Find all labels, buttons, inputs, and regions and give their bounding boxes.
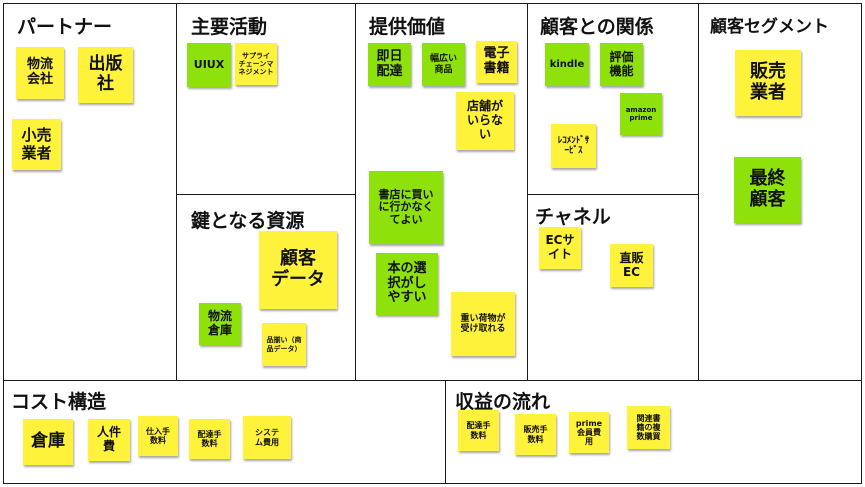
channels-section	[527, 194, 699, 381]
sticky-note: 店舗が いらな い	[456, 92, 514, 150]
sticky-note: 幅広い 商品	[422, 43, 465, 86]
sticky-note: 最終 顧客	[734, 157, 801, 223]
sticky-note: UIUX	[187, 43, 231, 87]
sticky-note: 書店に買い に行かなく てよい	[369, 171, 443, 244]
sticky-note: 販売手 数料	[515, 414, 556, 455]
sticky-note: 関連書 籍の複 数購買	[627, 406, 670, 449]
sticky-note: 本の選 択がし やすい	[376, 253, 438, 315]
sticky-note: 人件 費	[88, 419, 130, 461]
resources-title: 鍵となる資源	[191, 210, 305, 232]
sticky-note: prime 会員費 用	[569, 412, 609, 453]
value-title: 提供価値	[369, 16, 446, 38]
sticky-note: 即日 配達	[368, 43, 411, 86]
sticky-note: 物流 倉庫	[199, 303, 241, 345]
cost-section	[3, 380, 446, 484]
relationships-title: 顧客との関係	[540, 16, 654, 38]
sticky-note: 小売 業者	[12, 119, 61, 170]
sticky-note: 配達手 数料	[458, 410, 499, 451]
sticky-note: 評価 機能	[600, 43, 643, 86]
sticky-note: 仕入手 数料	[138, 416, 178, 456]
sticky-note: 出版 社	[78, 47, 133, 103]
sticky-note: 品揃い（商 品データ）	[262, 323, 306, 366]
sticky-note: kindle	[545, 43, 589, 86]
sticky-note: システ ム費用	[243, 416, 291, 459]
channels-title: チャネル	[535, 206, 611, 228]
sticky-note: 顧客 データ	[259, 231, 337, 309]
sticky-note: amazon prime	[620, 93, 662, 135]
sticky-note: 直販 EC	[610, 244, 653, 287]
sticky-note: 倉庫	[23, 419, 73, 465]
cost-title: コスト構造	[11, 391, 107, 413]
sticky-note: ﾚｺﾒﾝﾄﾞｻ ｰﾋﾞｽ	[551, 124, 596, 168]
sticky-note: 販売 業者	[735, 50, 801, 116]
segments-title: 顧客セグメント	[710, 17, 829, 37]
sticky-note: サプライ チェーンマ ネジメント	[235, 43, 277, 85]
sticky-note: 配達手 数料	[189, 419, 230, 459]
revenue-title: 収益の流れ	[455, 391, 551, 413]
sticky-note: ECサ イト	[539, 227, 581, 269]
sticky-note: 物流 会社	[16, 47, 64, 99]
partners-title: パートナー	[17, 16, 113, 38]
activities-title: 主要活動	[191, 16, 268, 38]
sticky-note: 電子 書籍	[476, 41, 517, 83]
activities-section	[176, 3, 356, 195]
sticky-note: 重い荷物が 受け取れる	[451, 292, 515, 356]
